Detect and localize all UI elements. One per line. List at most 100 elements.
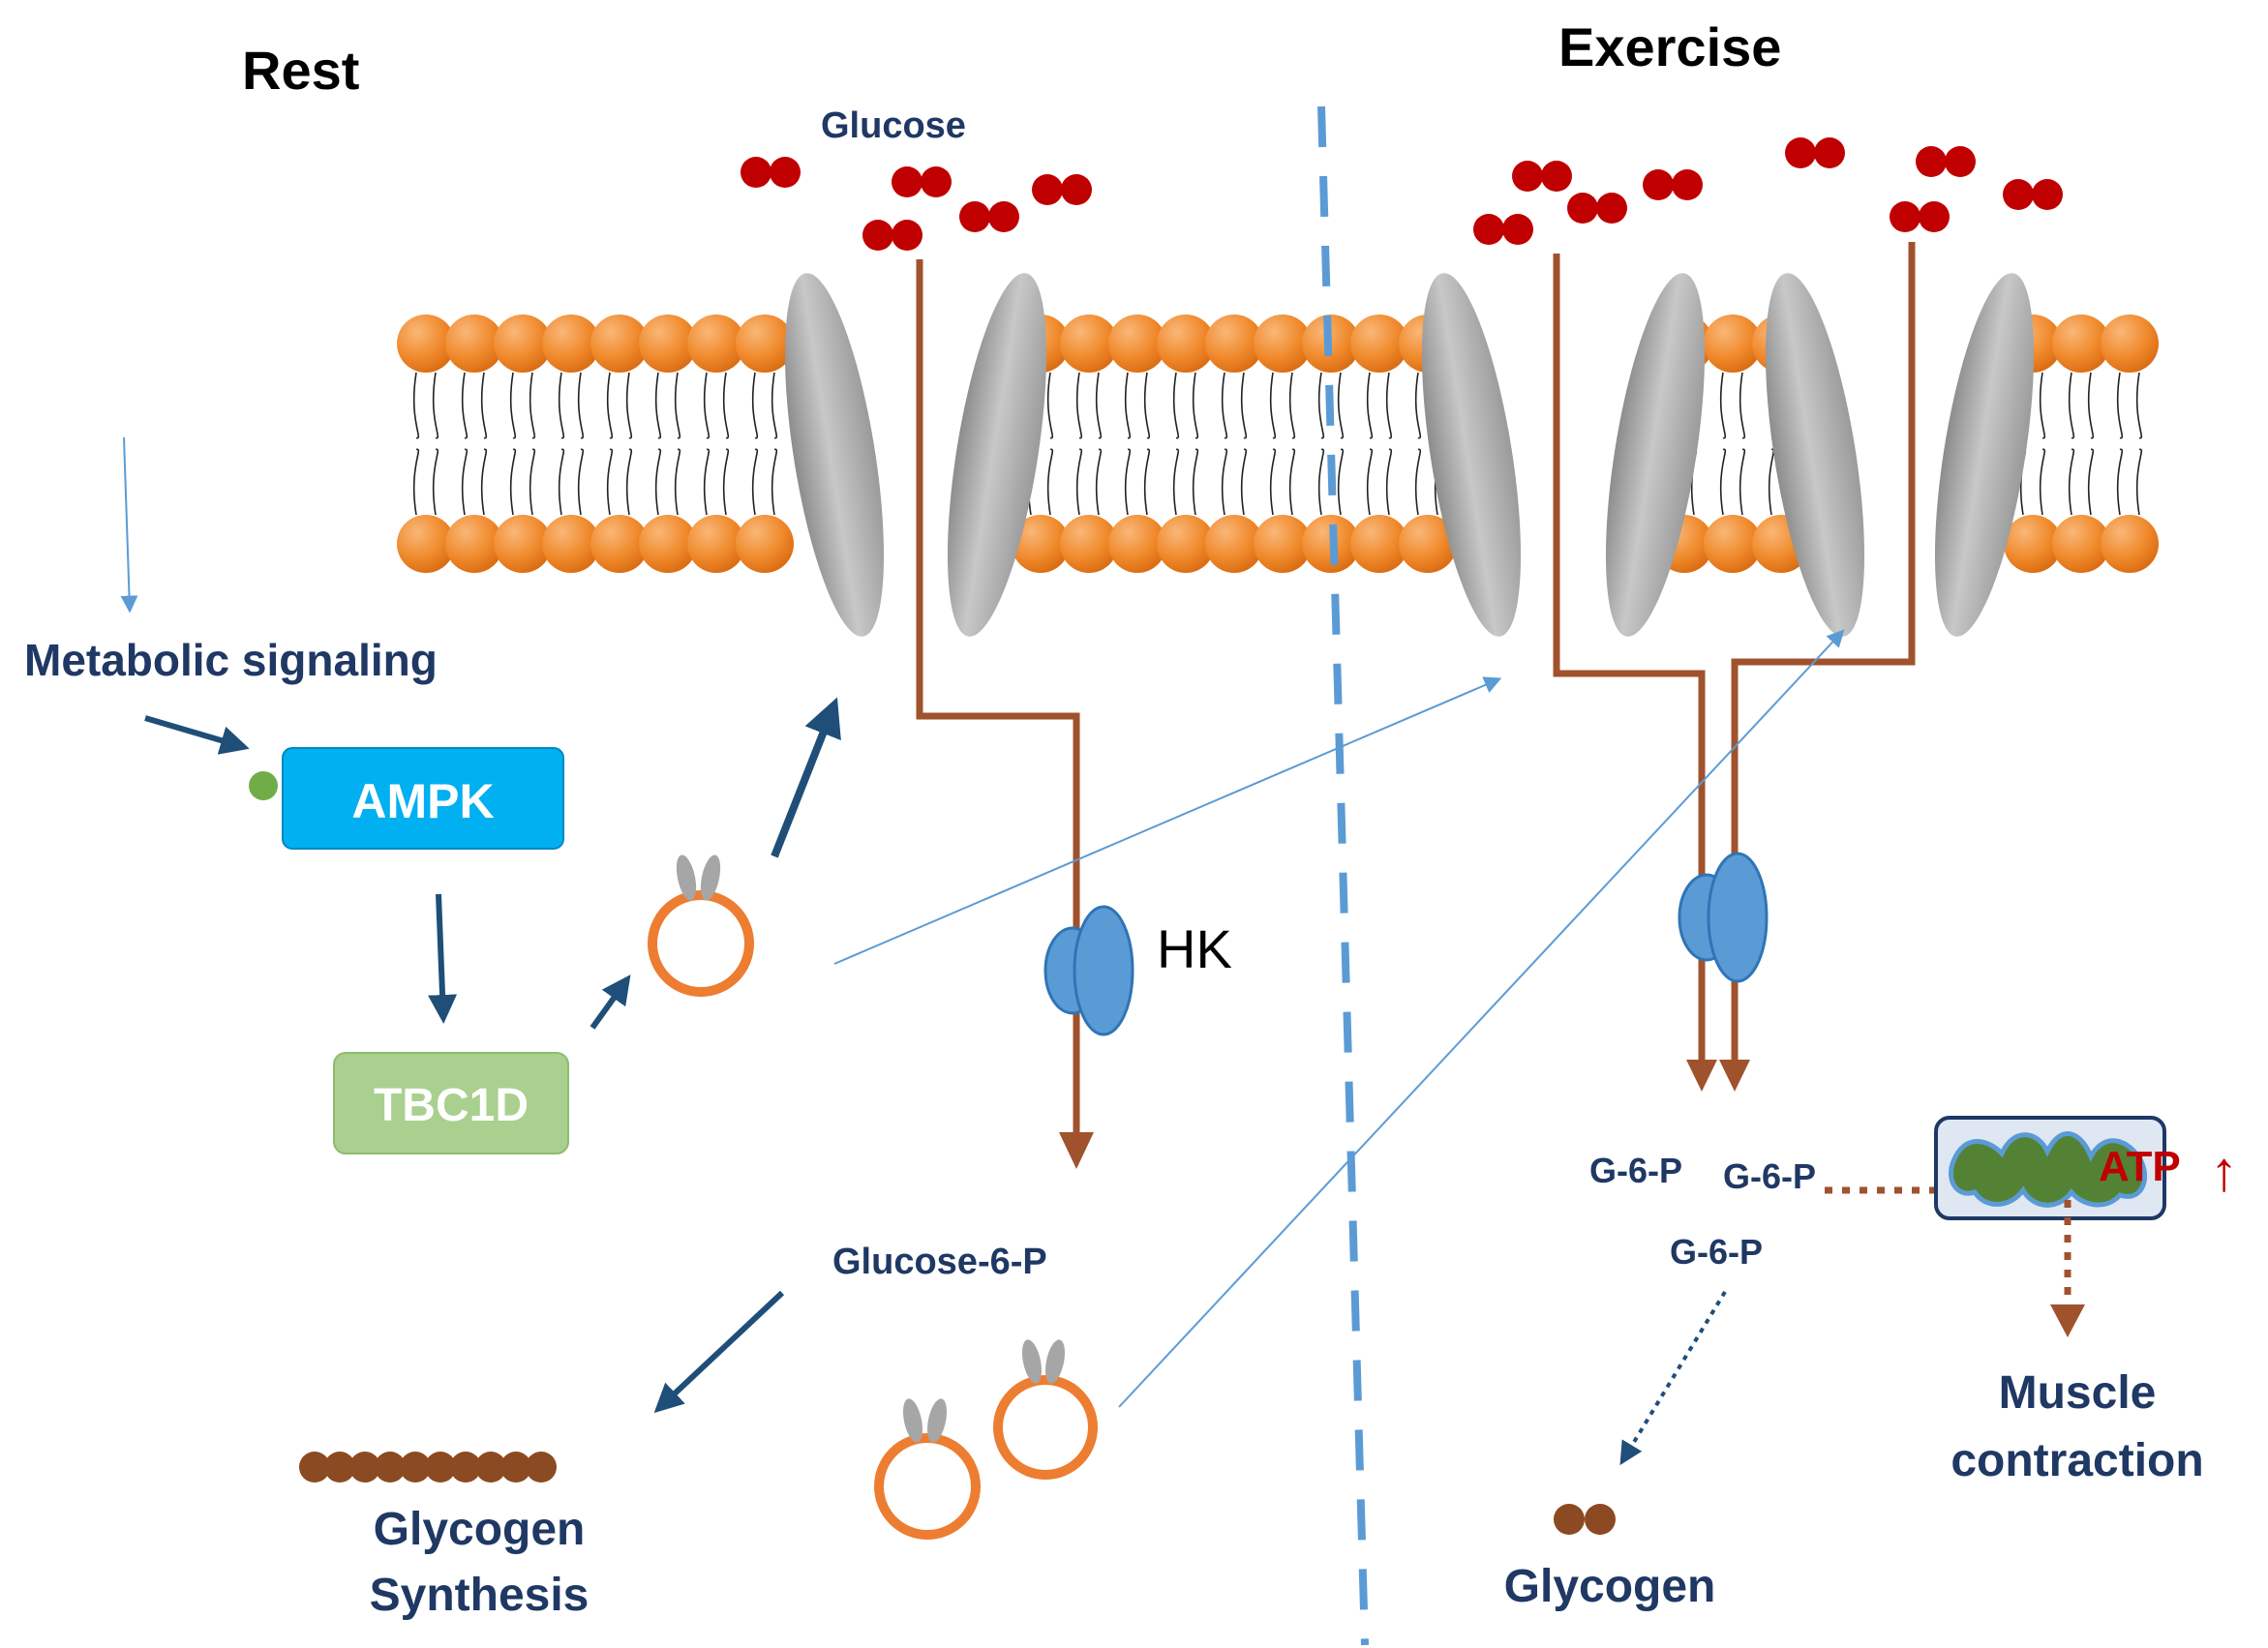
transporter-ex-2	[1605, 273, 1706, 637]
lipid-head	[687, 315, 745, 373]
exercise-pathway-left	[1553, 254, 1706, 1069]
glycogen-unit	[500, 1452, 531, 1483]
glycogen-label: Glycogen	[1504, 1561, 1716, 1612]
lipid-head	[687, 515, 745, 573]
lipid-tail	[1317, 372, 1325, 516]
lipid-tail	[2039, 372, 2046, 516]
lipid-tail	[1719, 372, 1727, 516]
vesicle-to-membrane-arrow	[771, 697, 841, 858]
glucose-pair-icon	[1785, 137, 1845, 168]
lipid-bilayer-segment	[1012, 315, 1457, 573]
g6p-to-glycogen-arrow	[653, 1290, 785, 1414]
glucose-pair-icon	[892, 166, 952, 197]
lipid-tail	[577, 372, 585, 516]
glycogen-unit	[475, 1452, 506, 1483]
contraction-arrowhead	[2050, 1304, 2085, 1337]
lipid-tail	[1221, 372, 1228, 516]
lipid-head	[1254, 515, 1312, 573]
glycogen-unit	[375, 1452, 406, 1483]
mitochondrion-icon	[1949, 1131, 2148, 1208]
atp-up-arrow: ↑	[2210, 1140, 2238, 1203]
glycogen-unit	[400, 1452, 431, 1483]
lipid-head	[542, 315, 600, 373]
lipid-head	[736, 315, 794, 373]
phosphate-dot	[249, 771, 278, 800]
glucose-label: Glucose	[821, 105, 966, 146]
lipid-tail	[1192, 372, 1199, 516]
rest-title: Rest	[242, 40, 359, 101]
lipid-tail	[1366, 372, 1374, 516]
glucose-pair-icon	[2003, 179, 2063, 210]
lipid-head	[445, 315, 503, 373]
lipid-tail	[412, 372, 420, 516]
glucose-pair-icon	[959, 201, 1019, 232]
transporter-ex-4	[1934, 273, 2035, 637]
lipid-head	[2101, 515, 2159, 573]
glucose-pair-icon	[741, 157, 801, 188]
ampk-box	[282, 747, 564, 850]
lipid-tail	[771, 372, 778, 516]
lipid-head	[494, 315, 552, 373]
lipid-head	[2052, 315, 2110, 373]
cell-membrane	[397, 315, 2159, 573]
exercise-arrowhead-left	[1686, 1060, 1717, 1092]
hexokinase-exercise-icon	[1678, 852, 1769, 983]
lipid-tail	[606, 372, 614, 516]
tbc1d-box	[333, 1052, 569, 1154]
lipid-head	[1704, 315, 1762, 373]
translocation-arrow-1	[833, 676, 1502, 965]
glycogen-unit	[324, 1452, 355, 1483]
exercise-title: Exercise	[1558, 16, 1781, 77]
lipid-head	[590, 315, 649, 373]
glycogen-unit	[299, 1452, 330, 1483]
exercise-arrowhead-right	[1719, 1060, 1750, 1092]
glucose-pair-icon	[1643, 169, 1703, 200]
lipid-tail	[529, 372, 536, 516]
lipid-tail	[1739, 372, 1746, 516]
metabolic-signaling-label: Metabolic signaling	[24, 635, 438, 685]
transporter-rest-right	[947, 273, 1047, 637]
lipid-tail	[461, 372, 469, 516]
lipid-tail	[1288, 372, 1296, 516]
lipid-tail	[1240, 372, 1248, 516]
vesicle-icon	[648, 854, 754, 997]
g6p-label-a: G-6-P	[1589, 1151, 1682, 1190]
lipid-tail	[2087, 372, 2095, 516]
lipid-head	[736, 515, 794, 573]
glycogen-unit	[349, 1452, 380, 1483]
glucose-pair-icon	[862, 220, 922, 251]
lipid-bilayer-segment	[397, 315, 794, 573]
rest-exercise-divider	[1317, 105, 1369, 1646]
lipid-tail	[654, 372, 662, 516]
lipid-head	[1108, 515, 1166, 573]
muscle-contraction-line2: contraction	[1950, 1435, 2203, 1486]
lipid-head	[1157, 315, 1215, 373]
lipid-tail	[509, 372, 517, 516]
lipid-head	[2101, 315, 2159, 373]
glycogen-chain-icon	[299, 1452, 557, 1483]
vesicle-icon	[993, 1339, 1098, 1480]
lipid-head	[639, 315, 697, 373]
vesicle-icon	[874, 1398, 981, 1540]
g6p-label-c: G-6-P	[1670, 1232, 1763, 1272]
glucose-pair-icon	[1916, 146, 1976, 177]
lipid-head	[1060, 515, 1118, 573]
lipid-tail	[722, 372, 730, 516]
lipid-tail	[674, 372, 681, 516]
lipid-head	[590, 515, 649, 573]
lipid-tail	[1095, 372, 1103, 516]
lipid-head	[1350, 515, 1408, 573]
lipid-head	[639, 515, 697, 573]
rest-pathway-arrowhead	[1059, 1132, 1094, 1169]
muscle-contraction-line1: Muscle	[1999, 1367, 2157, 1419]
lipid-head	[1108, 315, 1166, 373]
tbc1d-to-vesicle-arrow	[590, 974, 631, 1030]
lipid-head	[1704, 515, 1762, 573]
lipid-head	[397, 515, 455, 573]
lipid-head	[1254, 315, 1312, 373]
transporter-rest-left	[784, 273, 885, 637]
lipid-tail	[703, 372, 711, 516]
signal-input-arrow	[120, 436, 138, 614]
lipid-head	[397, 315, 455, 373]
lipid-tail	[1269, 372, 1277, 516]
